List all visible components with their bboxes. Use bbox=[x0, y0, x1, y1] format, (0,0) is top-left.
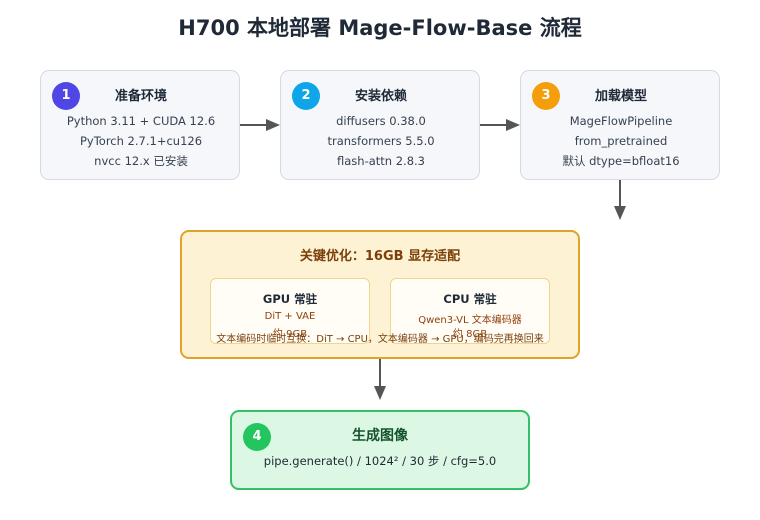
arrowhead-right-icon bbox=[506, 119, 520, 131]
step-3-line: 默认 dtype=bfloat16 bbox=[562, 154, 680, 168]
step-3-title: 加载模型 bbox=[594, 89, 647, 104]
gpu-card-title: GPU 常驻 bbox=[262, 292, 318, 306]
step-1-title: 准备环境 bbox=[114, 89, 167, 104]
gpu-card-line: DiT + VAE bbox=[264, 311, 316, 322]
page-title: H700 本地部署 Mage-Flow-Base 流程 bbox=[178, 16, 582, 40]
optimization-box: 关键优化：16GB 显存适配 GPU 常驻 DiT + VAE 约 9GB CP… bbox=[180, 230, 580, 359]
optimization-title: 关键优化：16GB 显存适配 bbox=[299, 249, 461, 264]
step-2-line: flash-attn 2.8.3 bbox=[337, 154, 425, 168]
generate-command: pipe.generate() / 1024² / 30 步 / cfg=5.0 bbox=[263, 454, 497, 468]
step-3-line: MageFlowPipeline bbox=[569, 114, 673, 128]
gpu-resident-card: GPU 常驻 DiT + VAE 约 9GB bbox=[210, 278, 370, 344]
step-3-details: MageFlowPipeline from_pretrained 默认 dtyp… bbox=[521, 111, 721, 171]
step-2-box: 2 安装依赖 diffusers 0.38.0 transformers 5.5… bbox=[280, 70, 480, 180]
gpu-card-memory: 约 9GB bbox=[272, 329, 308, 340]
optimization-note: 文本编码时临时互换：DiT → CPU，文本编码器 → GPU，编码完再换回来 bbox=[216, 334, 544, 345]
step-3-line: from_pretrained bbox=[574, 134, 668, 148]
generate-title: 生成图像 bbox=[352, 428, 408, 444]
arrowhead-down-icon bbox=[614, 206, 626, 220]
step-2-details: diffusers 0.38.0 transformers 5.5.0 flas… bbox=[281, 111, 481, 171]
cpu-card-title: CPU 常驻 bbox=[443, 292, 497, 306]
step-2-line: diffusers 0.38.0 bbox=[336, 114, 426, 128]
generate-box: 4 生成图像 pipe.generate() / 1024² / 30 步 / … bbox=[230, 410, 530, 490]
step-1-line: nvcc 12.x 已安装 bbox=[94, 154, 188, 168]
step-1-box: 1 准备环境 Python 3.11 + CUDA 12.6 PyTorch 2… bbox=[40, 70, 240, 180]
cpu-card-line: Qwen3-VL 文本编码器 bbox=[418, 315, 522, 326]
step-1-details: Python 3.11 + CUDA 12.6 PyTorch 2.7.1+cu… bbox=[41, 111, 241, 171]
step-1-line: Python 3.11 + CUDA 12.6 bbox=[66, 114, 216, 128]
step-3-badge: 3 bbox=[532, 82, 560, 110]
step-3-box: 3 加载模型 MageFlowPipeline from_pretrained … bbox=[520, 70, 720, 180]
cpu-resident-card: CPU 常驻 Qwen3-VL 文本编码器 约 8GB bbox=[390, 278, 550, 344]
arrowhead-down-icon bbox=[374, 386, 386, 400]
step-1-line: PyTorch 2.7.1+cu126 bbox=[79, 134, 203, 148]
step-2-badge: 2 bbox=[292, 82, 320, 110]
arrowhead-right-icon bbox=[266, 119, 280, 131]
step-2-line: transformers 5.5.0 bbox=[327, 134, 435, 148]
step-2-title: 安装依赖 bbox=[354, 89, 407, 104]
step-1-badge: 1 bbox=[52, 82, 80, 110]
cpu-card-memory: 约 8GB bbox=[452, 329, 488, 340]
step-4-badge: 4 bbox=[243, 423, 271, 451]
